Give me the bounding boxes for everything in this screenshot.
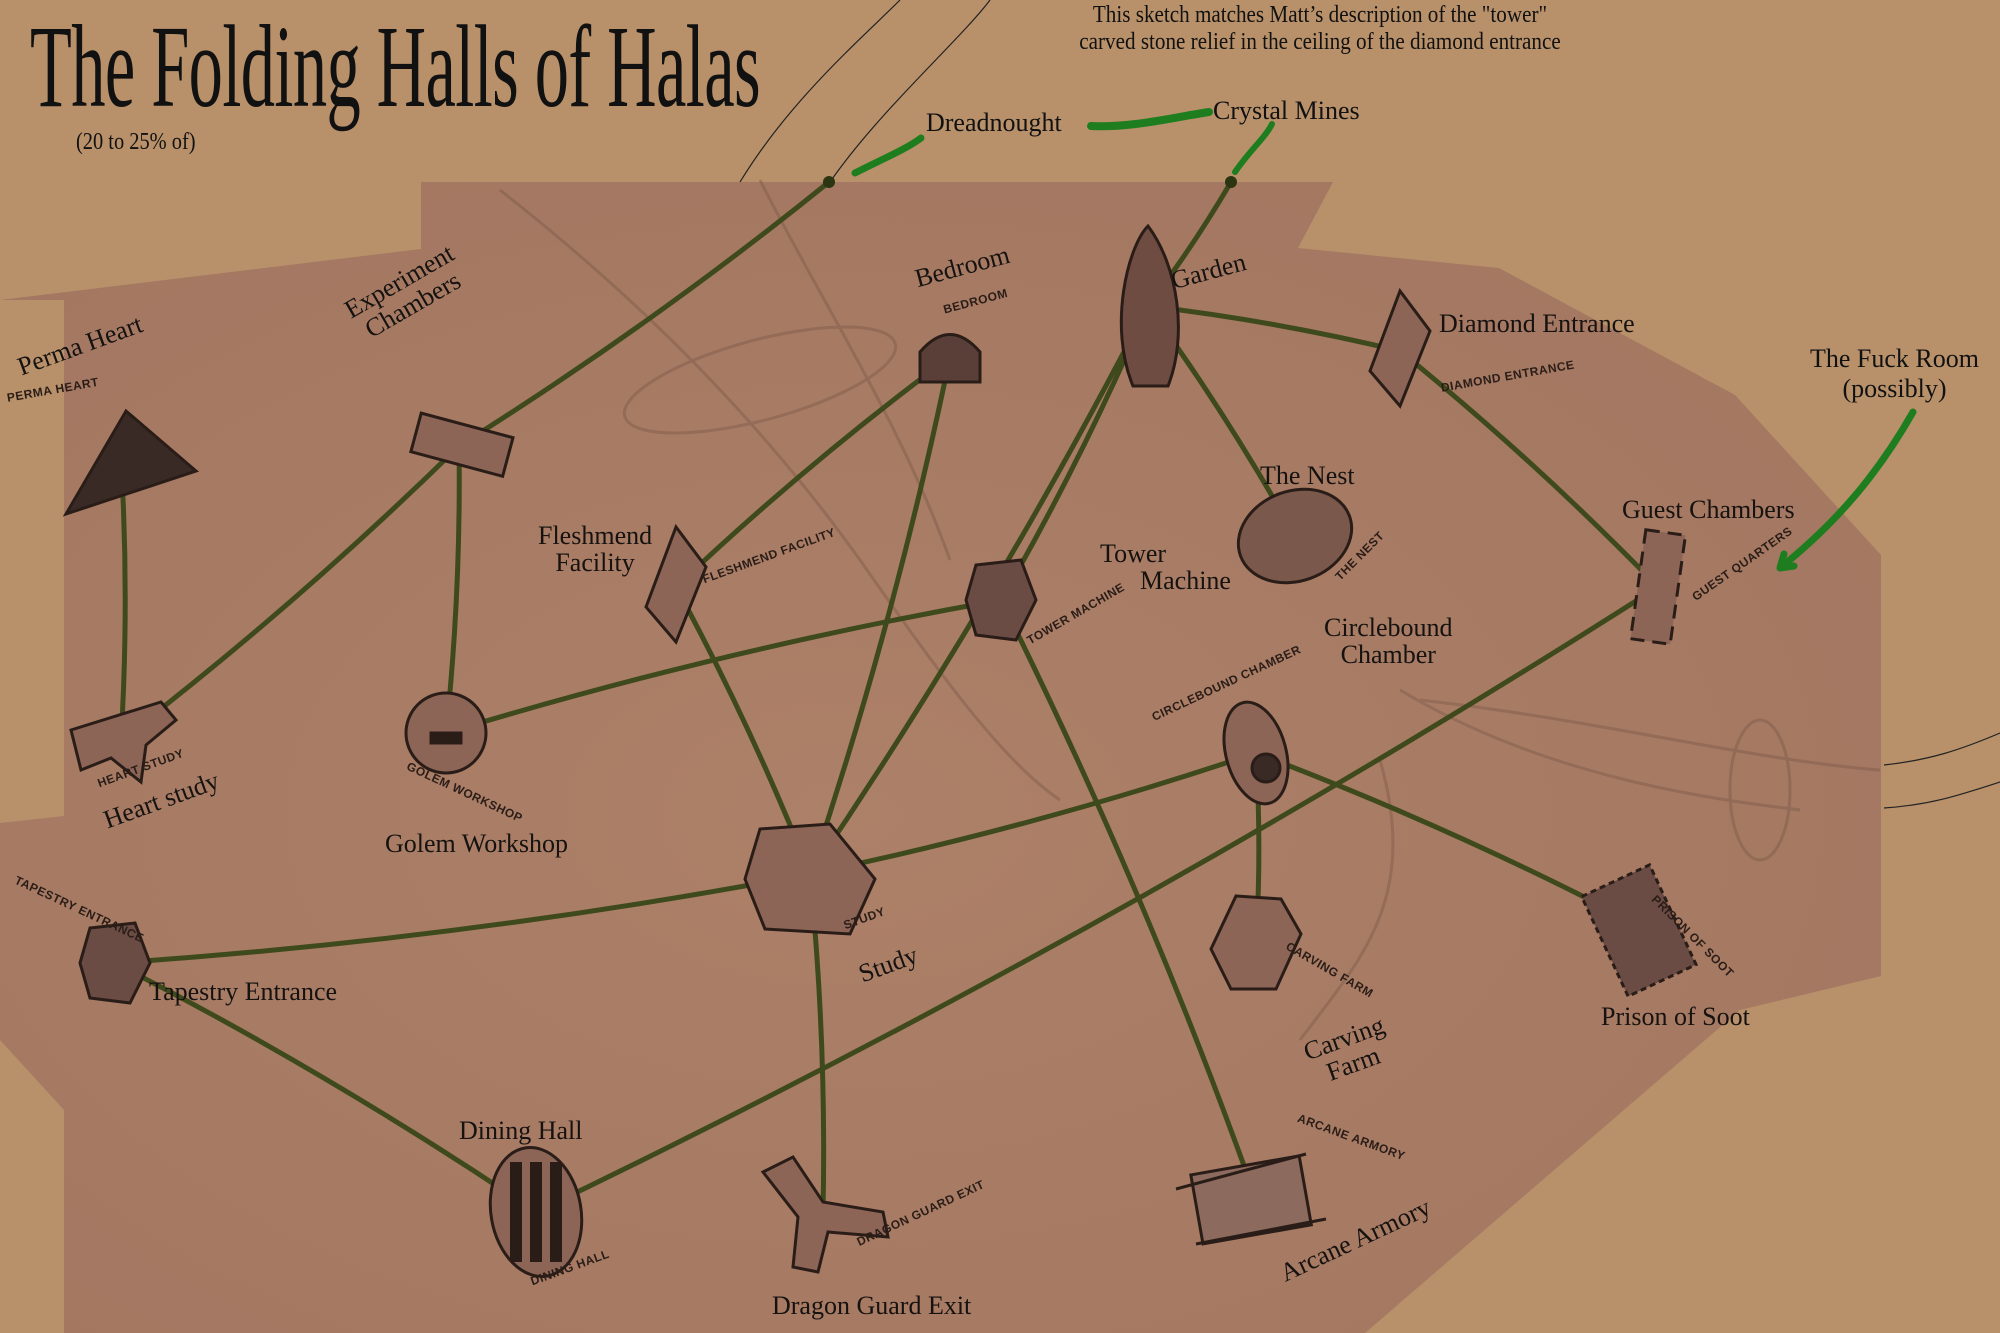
room-icon-study[interactable]: [743, 822, 877, 936]
label-crystal-mines: Crystal Mines: [1213, 96, 1360, 125]
room-label-tapestry-entrance[interactable]: Tapestry Entrance: [149, 977, 338, 1006]
connection-bedroom-to-study: [807, 354, 953, 877]
crystal-mines-pointer: [1232, 121, 1275, 175]
room-icon-circlebound-chamber[interactable]: [1214, 695, 1299, 811]
connection-golem-workshop-to-tower-machine: [443, 597, 1004, 736]
connection-tapestry-entrance-to-dining-hall: [112, 960, 539, 1215]
room-icon-tower-machine[interactable]: [964, 558, 1038, 642]
fuck-room-line-2: (possibly): [1842, 374, 1947, 403]
room-label-line-1: Tower: [1100, 539, 1167, 568]
connection-tower-machine-to-arcane-armory: [998, 597, 1259, 1202]
connection-endpoint: [1225, 176, 1237, 188]
room-icon-heart-study[interactable]: [69, 700, 179, 785]
room-icon-carving-farm[interactable]: [1209, 894, 1303, 991]
connection-dreadnought-to-experiment-chambers: [456, 179, 832, 449]
note-line-2: carved stone relief in the ceiling of th…: [1079, 29, 1561, 55]
room-label-the-nest[interactable]: The Nest: [1260, 461, 1355, 490]
note-line-1: This sketch matches Matt’s description o…: [1092, 2, 1548, 28]
connection-study-to-tapestry-entrance: [112, 871, 813, 966]
room-label-golem-workshop[interactable]: Golem Workshop: [385, 829, 569, 858]
room-icon-diamond-entrance[interactable]: [1368, 287, 1432, 409]
room-icon-prison-of-soot[interactable]: [1579, 862, 1699, 999]
dreadnought-pointer: [851, 134, 925, 177]
connection-garden-to-diamond-entrance: [1145, 303, 1403, 354]
connection-experiment-chambers-to-heart-study: [118, 443, 462, 743]
connection-endpoint: [823, 176, 835, 188]
map-title: The Folding Halls of Halas: [30, 1, 761, 132]
label-dreadnought: Dreadnought: [926, 108, 1062, 137]
room-label-dining-hall[interactable]: Dining Hall: [459, 1116, 583, 1145]
annotation-strokes: [851, 108, 1917, 572]
room-label-diamond-entrance[interactable]: Diamond Entrance: [1439, 309, 1635, 338]
connection-fleshmend-facility-to-bedroom: [673, 354, 953, 590]
room-label-line-2: Machine: [1140, 566, 1231, 596]
connection-guest-chambers-to-dining-hall: [533, 584, 1661, 1215]
fuck-room-line-1: The Fuck Room: [1810, 344, 1979, 373]
room-icon-garden[interactable]: [1119, 223, 1180, 388]
connection-circlebound-chamber-to-study: [807, 750, 1259, 877]
room-label-line-2: Chamber: [1340, 640, 1436, 670]
faint-sketch-creature: [499, 179, 1881, 1041]
room-icon-golem-workshop[interactable]: [404, 691, 488, 775]
room-icon-the-nest[interactable]: [1225, 474, 1365, 598]
room-label-line-2: Facility: [555, 548, 635, 578]
dreadnought-crystal-link: [1087, 108, 1213, 131]
connection-diamond-entrance-to-guest-chambers: [1397, 348, 1661, 590]
room-label-prison-of-soot[interactable]: Prison of Soot: [1601, 1002, 1750, 1031]
room-label-line-1: Circlebound: [1324, 613, 1453, 642]
room-icon-bedroom[interactable]: [918, 333, 982, 384]
room-icon-perma-heart[interactable]: [62, 408, 199, 517]
room-icon-arcane-armory[interactable]: [1175, 1152, 1327, 1246]
paper-sketch: [0, 182, 1881, 1333]
room-icon-tapestry-entrance[interactable]: [78, 921, 152, 1005]
label-fuck-room: The Fuck Room (possibly): [1810, 344, 1979, 404]
room-icon-fleshmend-facility[interactable]: [644, 523, 708, 645]
fuck-room-arrow: [1776, 408, 1917, 572]
pencil-lines: [739, 0, 2000, 809]
annotation-note: This sketch matches Matt’s description o…: [1030, 2, 1611, 56]
room-icon-dining-hall[interactable]: [480, 1140, 591, 1284]
room-icon-guest-chambers[interactable]: [1628, 528, 1688, 646]
map-subtitle: (20 to 25% of): [76, 129, 196, 155]
room-icon-experiment-chambers[interactable]: [409, 411, 515, 479]
room-icon-dragon-guard-exit[interactable]: [760, 1155, 890, 1274]
room-label-dragon-guard-exit[interactable]: Dragon Guard Exit: [772, 1291, 972, 1320]
room-label-line-1: Fleshmend: [538, 521, 653, 550]
room-label-guest-chambers[interactable]: Guest Chambers: [1622, 495, 1795, 524]
